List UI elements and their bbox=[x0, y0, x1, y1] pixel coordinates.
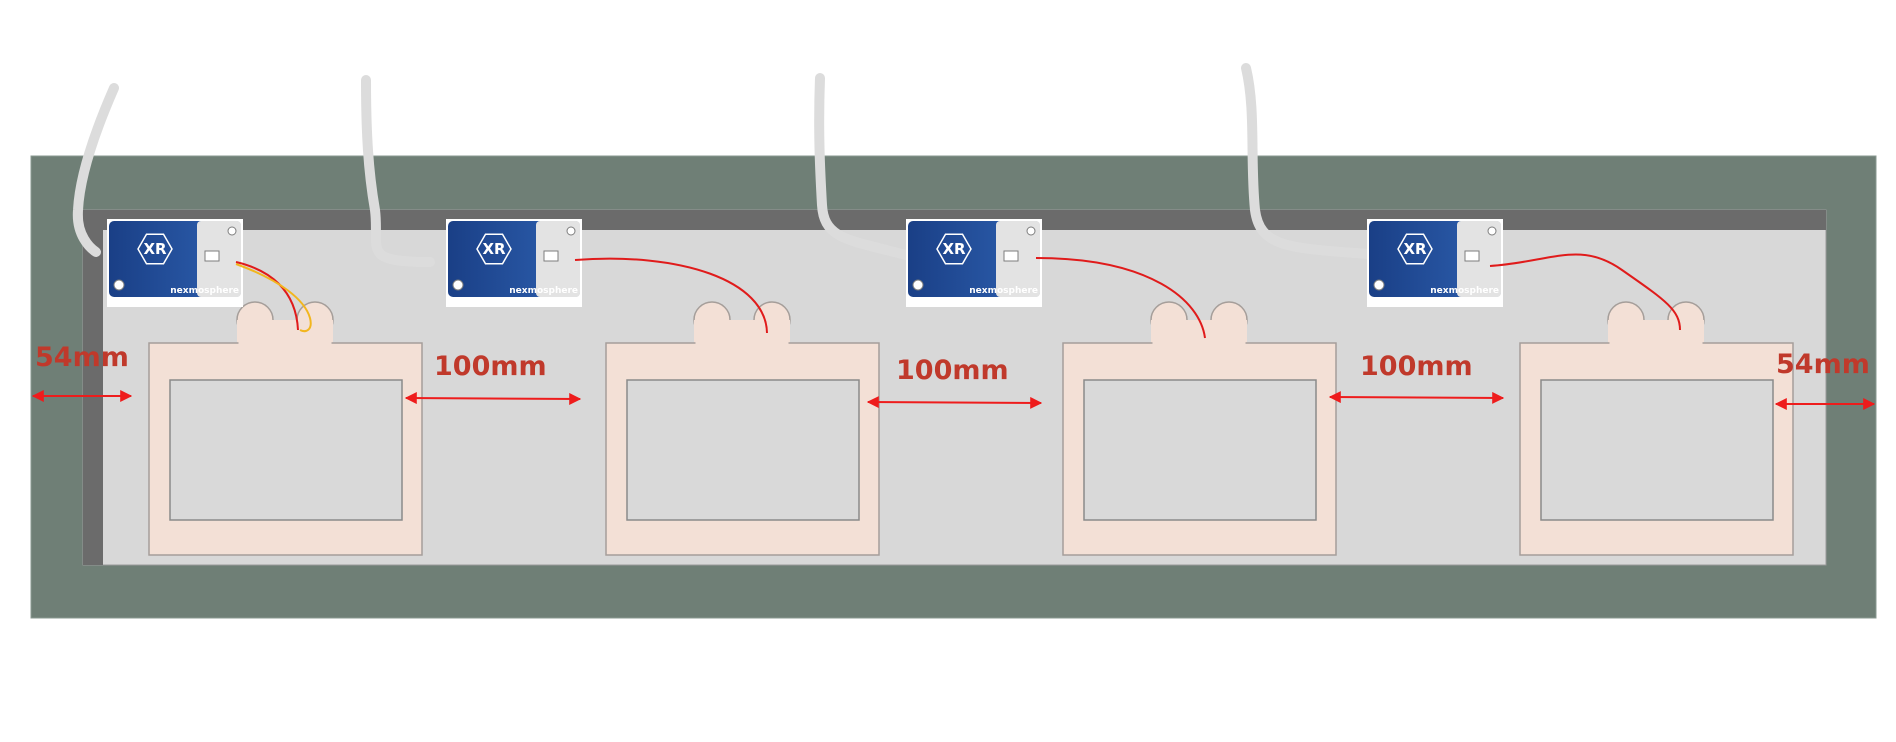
pad-3 bbox=[1062, 301, 1337, 556]
module-brand-text: nexmosphere bbox=[1430, 286, 1499, 296]
screw-hole-icon bbox=[1026, 226, 1036, 236]
cable-2 bbox=[361, 75, 435, 267]
xr-module-1: XR nexmosphere bbox=[107, 219, 243, 307]
module-port bbox=[204, 250, 220, 262]
module-logo-text: XR bbox=[942, 240, 966, 258]
hexagon-xr-icon bbox=[476, 233, 512, 265]
inner-left-shadow bbox=[83, 210, 103, 565]
screw-hole-icon bbox=[1373, 279, 1385, 291]
wire-red-3 bbox=[1035, 257, 1206, 339]
module-brand-text: nexmosphere bbox=[969, 286, 1038, 296]
xr-module-4: XR nexmosphere bbox=[1367, 219, 1503, 307]
module-logo-text: XR bbox=[1403, 240, 1427, 258]
module-port bbox=[1464, 250, 1480, 262]
hexagon-xr-icon bbox=[1397, 233, 1433, 265]
xr-module-3: XR nexmosphere bbox=[906, 219, 1042, 307]
hexagon-xr-icon bbox=[137, 233, 173, 265]
dimension-arrows bbox=[31, 390, 1876, 410]
pads bbox=[148, 301, 1794, 556]
arrow-gap-3 bbox=[1328, 391, 1505, 404]
module-logo-text: XR bbox=[482, 240, 506, 258]
pad-tab-join bbox=[695, 336, 789, 346]
modules: XRnexmosphereXRnexmosphereXRnexmosphereX… bbox=[107, 219, 1503, 307]
pad-tab-join bbox=[1609, 336, 1703, 346]
label-right-margin: 54mm bbox=[1776, 349, 1870, 380]
cable-4 bbox=[1241, 63, 1373, 259]
arrow-gap-2 bbox=[866, 396, 1043, 409]
hexagon-xr-icon bbox=[936, 233, 972, 265]
pad-window bbox=[626, 379, 860, 521]
module-logo-text: XR bbox=[143, 240, 167, 258]
pad-window bbox=[1540, 379, 1774, 521]
wire-red-4 bbox=[1489, 253, 1681, 331]
pad-2 bbox=[605, 301, 880, 556]
label-gap-1: 100mm bbox=[434, 351, 547, 382]
arrow-gap-1 bbox=[404, 392, 582, 405]
label-gap-3: 100mm bbox=[1360, 351, 1473, 382]
screw-hole-icon bbox=[912, 279, 924, 291]
wire-yellow-1 bbox=[235, 263, 312, 333]
label-gap-2: 100mm bbox=[896, 355, 1009, 386]
wires bbox=[235, 253, 1681, 339]
pad-tab-join bbox=[1152, 336, 1246, 346]
label-left-margin: 54mm bbox=[35, 342, 129, 373]
screw-hole-icon bbox=[113, 279, 125, 291]
xr-module-2: XR nexmosphere bbox=[446, 219, 582, 307]
module-brand-text: nexmosphere bbox=[170, 286, 239, 296]
module-brand-text: nexmosphere bbox=[509, 286, 578, 296]
cable-1 bbox=[72, 83, 119, 257]
screw-hole-icon bbox=[566, 226, 576, 236]
pad-4 bbox=[1519, 301, 1794, 556]
screw-hole-icon bbox=[227, 226, 237, 236]
screw-hole-icon bbox=[452, 279, 464, 291]
module-port bbox=[1003, 250, 1019, 262]
pad-1 bbox=[148, 301, 423, 556]
module-port bbox=[543, 250, 559, 262]
wire-red-2 bbox=[574, 257, 768, 334]
screw-hole-icon bbox=[1487, 226, 1497, 236]
pad-window bbox=[169, 379, 403, 521]
cable-3 bbox=[814, 73, 911, 260]
cables bbox=[72, 63, 1373, 267]
pad-tab-join bbox=[238, 336, 332, 346]
pad-window bbox=[1083, 379, 1317, 521]
